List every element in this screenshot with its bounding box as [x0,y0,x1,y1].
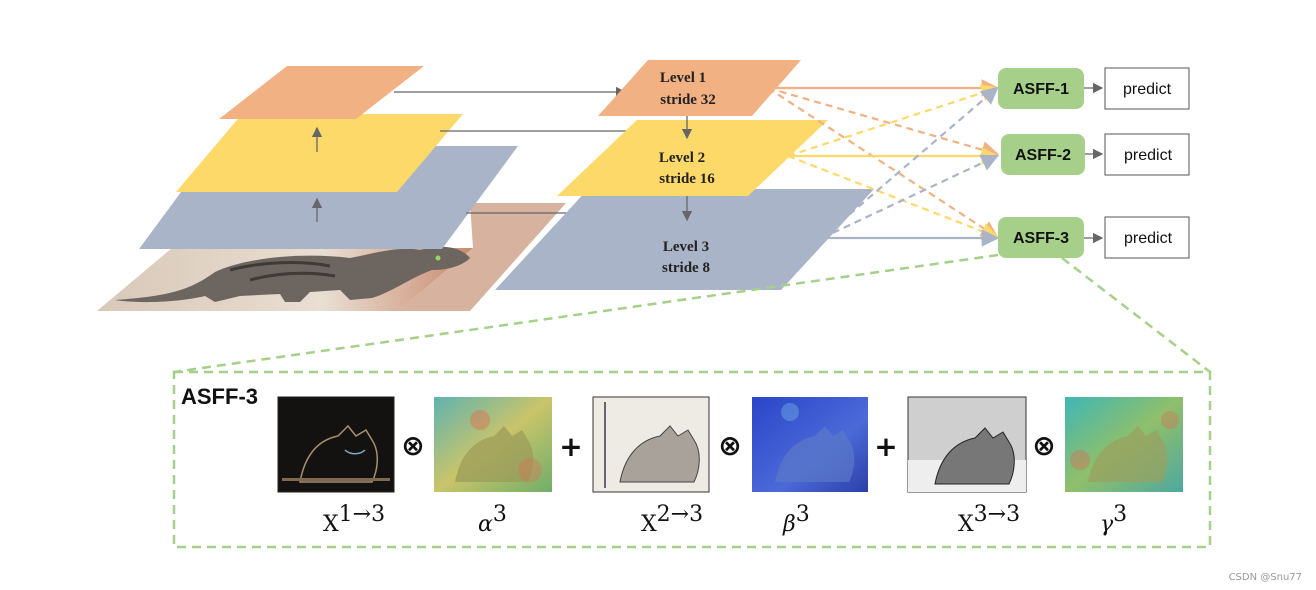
input-image-plane [97,203,566,311]
term-beta3: β3 [782,502,810,537]
level3-plane [495,189,874,290]
level1-plane [598,60,801,116]
asff-3-label: ASFF-3 [1013,230,1069,247]
otimes-3: ⊗ [1032,429,1055,462]
asff-3-detail-panel [172,253,1212,549]
x3-to-3-image [907,396,1027,493]
term-x1-3: X1→3 [323,502,385,537]
left-level2-plane [176,114,463,192]
asff-2-block: ASFF-2 predict [1001,133,1190,176]
asff-3-block: ASFF-3 predict [998,216,1190,259]
watermark: CSDN @Snu77 [1229,572,1302,583]
term-x3-3: X3→3 [958,502,1020,537]
x1-to-3-image [277,396,395,493]
level2-stride: stride 16 [659,171,715,187]
plus-2: + [874,430,897,463]
x2-to-3-image [592,396,710,493]
alpha3-image [434,397,552,492]
term-x2-3: X2→3 [641,502,703,537]
plus-1: + [559,430,582,463]
level3-label: Level 3 [663,239,709,255]
level2-plane [557,120,828,196]
predict-3-label: predict [1124,230,1173,247]
level1-label: Level 1 [660,70,706,86]
asff-1-label: ASFF-1 [1013,81,1069,98]
asff-1-block: ASFF-1 predict [998,67,1190,110]
level2-label: Level 2 [659,150,705,166]
otimes-2: ⊗ [718,429,741,462]
asff-2-label: ASFF-2 [1015,147,1071,164]
level3-stride: stride 8 [662,260,710,276]
beta3-image [752,397,868,492]
fusion-connections [767,79,1000,247]
left-level1-plane [219,66,424,119]
predict-1-label: predict [1123,81,1172,98]
detail-title: ASFF-3 [181,384,258,409]
level1-stride: stride 32 [660,92,715,108]
term-gamma3: γ3 [1100,502,1127,537]
gamma3-image [1065,397,1183,492]
otimes-1: ⊗ [401,429,424,462]
term-alpha3: α3 [478,502,507,537]
predict-2-label: predict [1124,147,1173,164]
